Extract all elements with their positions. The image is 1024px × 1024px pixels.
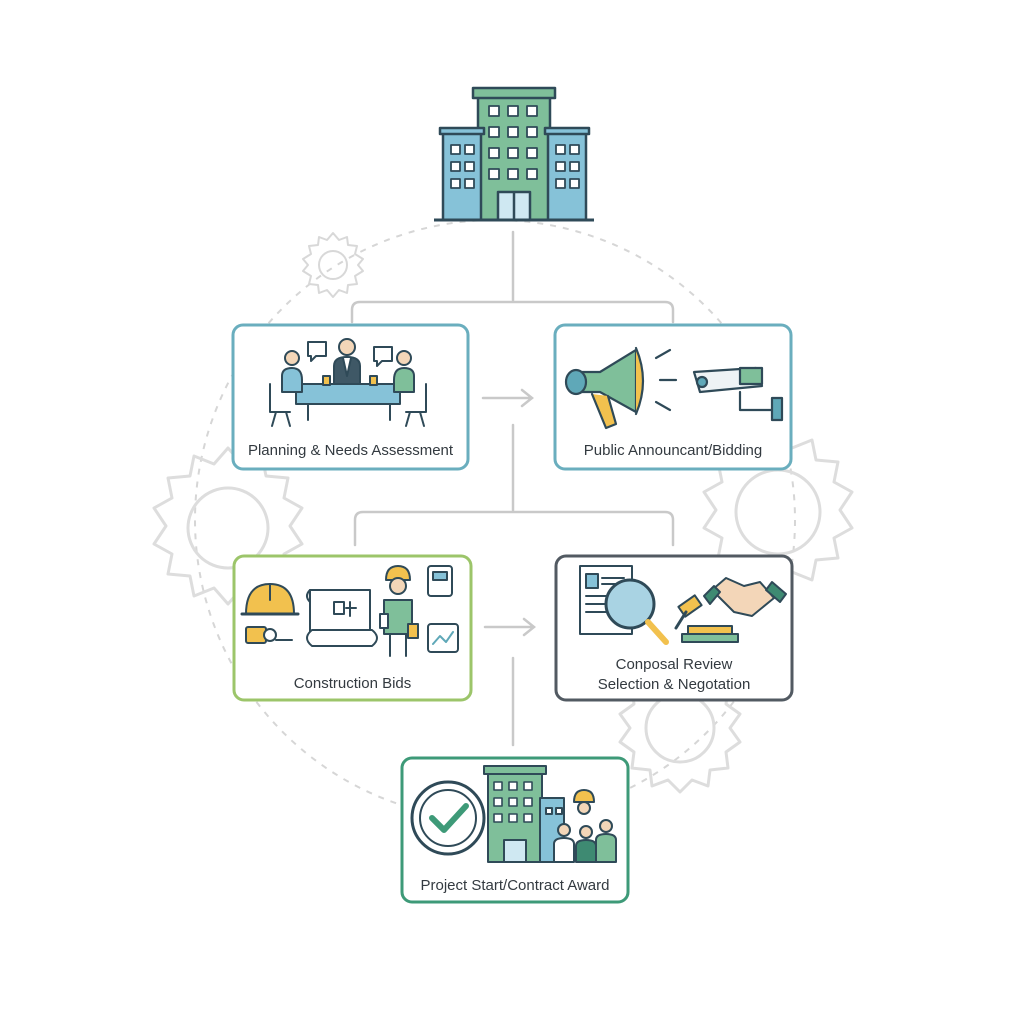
step-card-planning xyxy=(231,323,470,471)
step-card-bids xyxy=(232,554,473,702)
gear-icon xyxy=(302,232,364,298)
megaphone-camera-icon xyxy=(564,346,784,430)
step-label-award: Project Start/Contract Award xyxy=(420,877,610,894)
team-meeting-icon xyxy=(269,338,427,427)
magnifier-gavel-handshake-icon xyxy=(579,565,787,645)
gear-icon xyxy=(152,446,304,606)
office-building-icon xyxy=(434,86,594,222)
step-label-review-line2: Selection & Negotation xyxy=(597,676,751,693)
connector-lines xyxy=(350,230,675,747)
step-card-review xyxy=(554,554,794,702)
step-card-award xyxy=(400,756,630,904)
step-label-planning: Planning & Needs Assessment xyxy=(247,442,454,459)
step-label-announcement: Public Announcant/Bidding xyxy=(583,442,763,459)
hardhat-blueprint-worker-icon xyxy=(240,565,459,657)
step-label-review-line1: Conposal Review xyxy=(615,656,733,673)
step-card-announcement xyxy=(553,323,793,471)
step-label-bids: Construction Bids xyxy=(293,675,412,692)
background-dashed-circle xyxy=(194,219,796,821)
checkmark-building-team-icon xyxy=(410,765,617,863)
